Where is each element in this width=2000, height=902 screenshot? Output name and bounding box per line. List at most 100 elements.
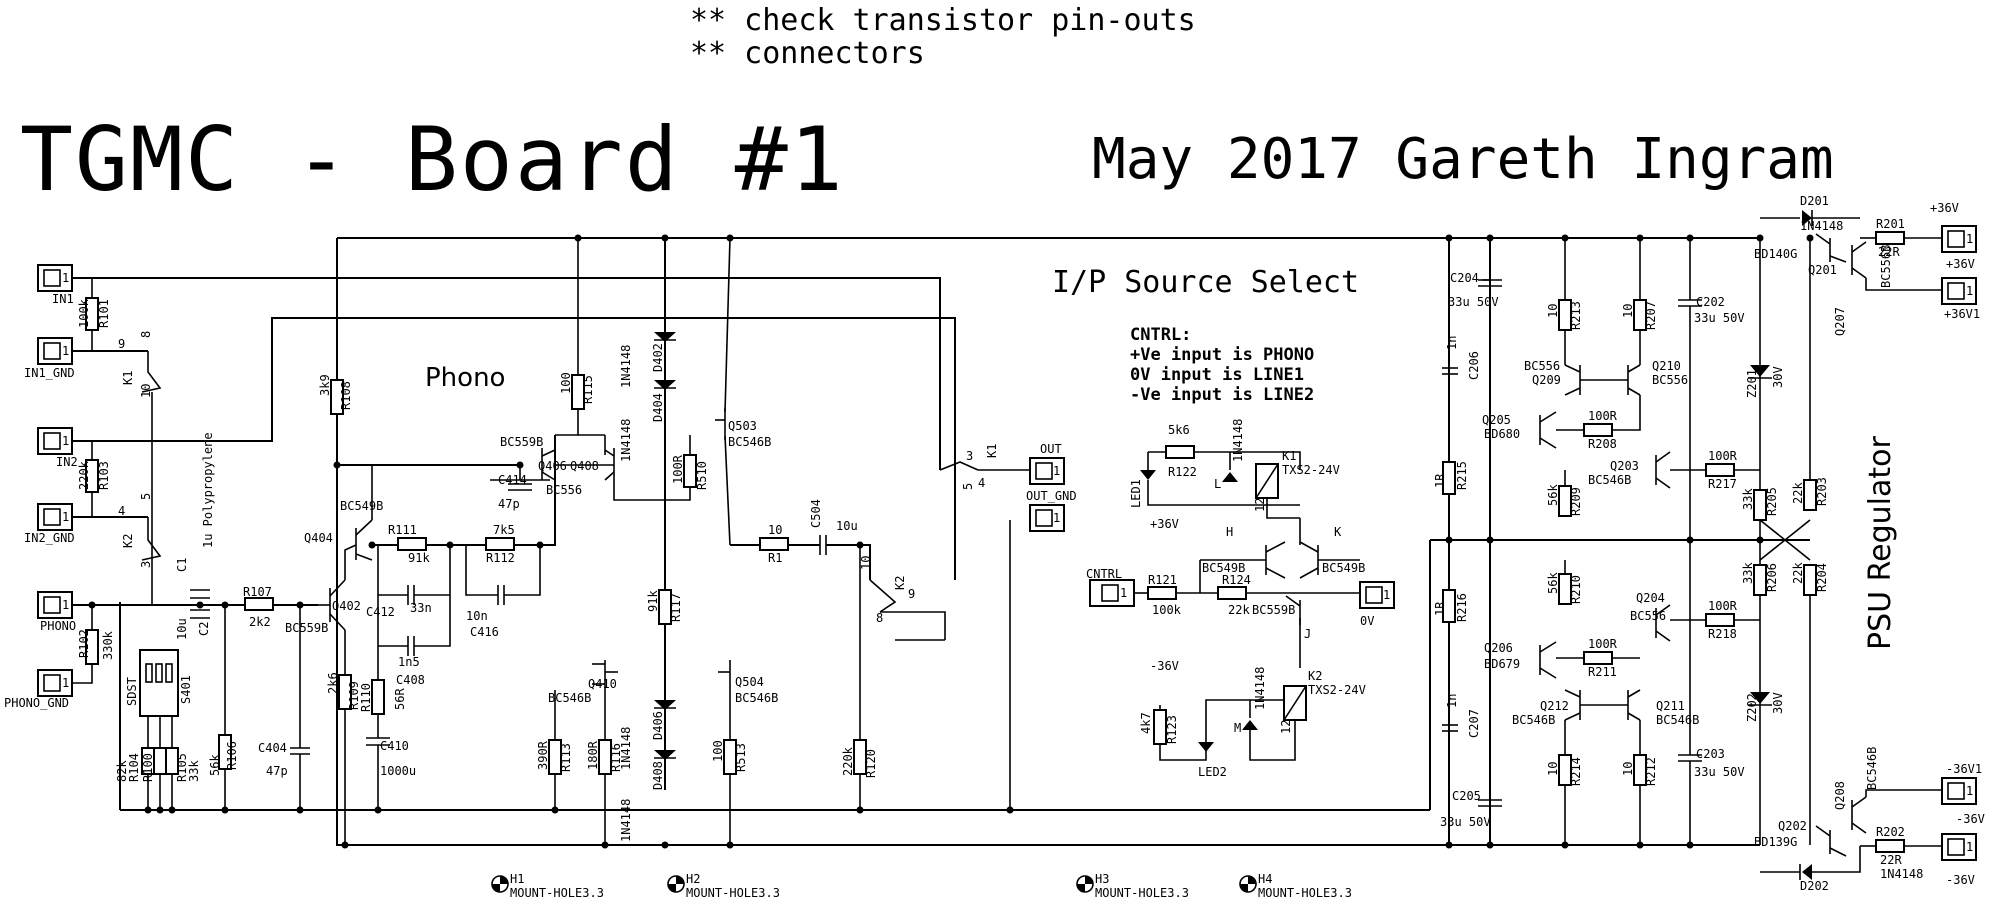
label-phono: PHONO bbox=[40, 619, 76, 633]
dip-switch-s401[interactable]: S401 SDST bbox=[125, 649, 193, 717]
svg-text:Q209: Q209 bbox=[1532, 373, 1561, 387]
svg-text:180R: 180R bbox=[586, 740, 600, 770]
svg-text:220k: 220k bbox=[77, 460, 91, 490]
resistor-r203 bbox=[1803, 479, 1817, 511]
svg-text:R103: R103 bbox=[97, 461, 111, 490]
svg-text:R214: R214 bbox=[1569, 757, 1583, 786]
svg-text:BD140G: BD140G bbox=[1754, 247, 1797, 261]
transistor-q208: Q208 BC546B bbox=[1833, 747, 1879, 834]
svg-text:MOUNT-HOLE3.3: MOUNT-HOLE3.3 bbox=[510, 886, 604, 900]
svg-text:C2: C2 bbox=[197, 622, 211, 636]
svg-text:Q406: Q406 bbox=[538, 459, 567, 473]
svg-text:100R: 100R bbox=[1708, 449, 1738, 463]
svg-text:R111: R111 bbox=[388, 523, 417, 537]
label-p36v1: +36V1 bbox=[1944, 307, 1980, 321]
resistor-r215 bbox=[1442, 461, 1456, 495]
svg-text:BD679: BD679 bbox=[1484, 657, 1520, 671]
connector-m36[interactable]: 1 -36V bbox=[1941, 833, 1977, 887]
svg-text:R124: R124 bbox=[1222, 573, 1251, 587]
svg-text:R105: R105 bbox=[175, 753, 189, 782]
svg-text:1N4148: 1N4148 bbox=[1800, 219, 1843, 233]
svg-text:BC546B: BC546B bbox=[1588, 473, 1631, 487]
svg-text:1N4148: 1N4148 bbox=[1880, 867, 1923, 881]
svg-text:R215: R215 bbox=[1455, 461, 1469, 490]
relay-contact-k1a bbox=[141, 351, 162, 393]
svg-text:47p: 47p bbox=[266, 764, 288, 778]
svg-text:R104: R104 bbox=[127, 753, 141, 782]
svg-text:Q212: Q212 bbox=[1540, 699, 1569, 713]
svg-text:R112: R112 bbox=[486, 551, 515, 565]
resistor-r201 bbox=[1875, 231, 1905, 245]
svg-text:1N4148: 1N4148 bbox=[1253, 667, 1267, 710]
svg-text:1: 1 bbox=[1120, 586, 1127, 600]
section-psu: PSU Regulator bbox=[1863, 436, 1898, 650]
svg-text:D202: D202 bbox=[1800, 879, 1829, 893]
svg-text:22k: 22k bbox=[1791, 562, 1805, 584]
capacitor-c1-c2: C1 C2 10u 1u Polypropylene bbox=[175, 432, 215, 640]
svg-text:H: H bbox=[1226, 525, 1233, 539]
label-out-gnd: OUT_GND bbox=[1026, 489, 1077, 503]
connector-out[interactable]: 1 OUT bbox=[1029, 442, 1065, 485]
label-in1-gnd: IN1_GND bbox=[24, 366, 75, 380]
svg-text:390R: 390R bbox=[536, 740, 550, 770]
svg-text:R201: R201 bbox=[1876, 217, 1905, 231]
svg-text:R212: R212 bbox=[1644, 757, 1658, 786]
connector-out-gnd[interactable]: 1 OUT_GND bbox=[1026, 489, 1077, 532]
connector-0v[interactable]: 1 0V bbox=[1359, 581, 1395, 628]
connector-cntrl[interactable]: 1 CNTRL bbox=[1086, 567, 1135, 607]
connector-p36[interactable]: 1 +36V +36V bbox=[1930, 201, 1977, 271]
svg-text:33u 50V: 33u 50V bbox=[1694, 765, 1745, 779]
resistor-r217 bbox=[1705, 463, 1735, 477]
svg-text:1: 1 bbox=[62, 510, 69, 524]
svg-text:R216: R216 bbox=[1455, 593, 1469, 622]
svg-text:30V: 30V bbox=[1771, 692, 1785, 714]
svg-text:1: 1 bbox=[1966, 784, 1973, 798]
phono-input-network: R102 330k C1 C2 10u 1u Polypropylene R10… bbox=[72, 432, 318, 810]
svg-text:H1: H1 bbox=[510, 872, 524, 886]
connector-m36v1[interactable]: 1 -36V1 -36V bbox=[1941, 762, 1985, 826]
svg-text:7k5: 7k5 bbox=[493, 523, 515, 537]
connector-phono-gnd[interactable]: 1 PHONO_GND bbox=[4, 669, 73, 710]
connector-p36v1[interactable]: 1 +36V1 bbox=[1941, 277, 1980, 321]
svg-text:R211: R211 bbox=[1588, 665, 1617, 679]
svg-text:Q207: Q207 bbox=[1833, 307, 1847, 336]
svg-text:M: M bbox=[1234, 721, 1241, 735]
svg-text:Q402: Q402 bbox=[332, 599, 361, 613]
svg-text:BC549B: BC549B bbox=[1202, 561, 1245, 575]
svg-text:K1: K1 bbox=[985, 444, 999, 458]
svg-text:MOUNT-HOLE3.3: MOUNT-HOLE3.3 bbox=[686, 886, 780, 900]
svg-text:BC556: BC556 bbox=[1652, 373, 1688, 387]
svg-text:5k6: 5k6 bbox=[1168, 423, 1190, 437]
transistor-q503: Q503 BC546B bbox=[715, 237, 771, 546]
svg-text:Q202: Q202 bbox=[1778, 819, 1807, 833]
svg-text:3: 3 bbox=[966, 449, 973, 463]
connector-in1[interactable]: 1 IN1 bbox=[37, 264, 74, 306]
svg-text:BC556: BC556 bbox=[1630, 609, 1666, 623]
svg-text:56k: 56k bbox=[208, 754, 222, 776]
svg-text:C203: C203 bbox=[1696, 747, 1725, 761]
svg-text:R100: R100 bbox=[141, 753, 155, 782]
svg-text:D402: D402 bbox=[651, 343, 665, 372]
connector-in1-gnd[interactable]: 1 IN1_GND bbox=[24, 337, 75, 380]
svg-text:100R: 100R bbox=[1588, 409, 1618, 423]
svg-text:33u 50V: 33u 50V bbox=[1440, 815, 1491, 829]
connector-in2-gnd[interactable]: 1 IN2_GND bbox=[24, 503, 75, 545]
svg-text:BC546B: BC546B bbox=[728, 435, 771, 449]
cntrl-line-3: -Ve input is LINE2 bbox=[1130, 385, 1314, 405]
svg-text:10: 10 bbox=[139, 384, 153, 398]
connector-in2[interactable]: 1 IN2 bbox=[37, 427, 78, 469]
svg-text:10: 10 bbox=[1546, 762, 1560, 776]
svg-text:C412: C412 bbox=[366, 605, 395, 619]
label-in2-gnd: IN2_GND bbox=[24, 531, 75, 545]
connector-phono[interactable]: 1 PHONO bbox=[37, 591, 76, 633]
svg-text:8: 8 bbox=[876, 611, 883, 625]
board-title: TGMC - Board #1 bbox=[20, 108, 845, 211]
diode-d201 bbox=[1802, 210, 1812, 226]
svg-text:C206: C206 bbox=[1467, 351, 1481, 380]
svg-text:K2: K2 bbox=[121, 534, 135, 548]
svg-text:BC559B: BC559B bbox=[285, 621, 328, 635]
svg-text:C204: C204 bbox=[1450, 271, 1479, 285]
svg-text:91k: 91k bbox=[646, 590, 660, 612]
svg-text:4: 4 bbox=[118, 504, 125, 518]
svg-text:K: K bbox=[1334, 525, 1342, 539]
